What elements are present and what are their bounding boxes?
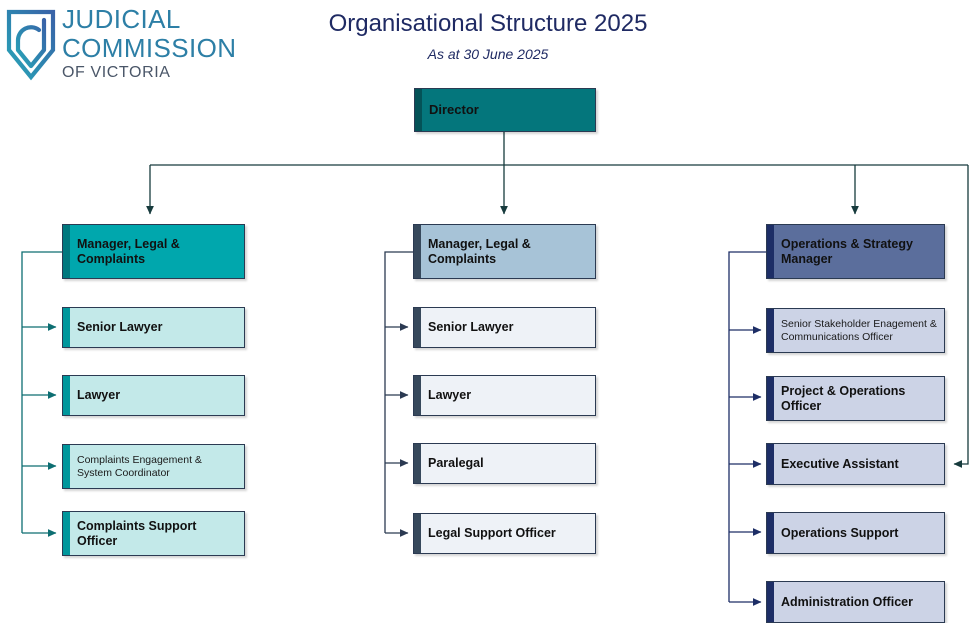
node-paralegal[interactable]: Paralegal xyxy=(413,443,596,484)
node-label: Operations & Strategy Manager xyxy=(781,236,913,266)
node-senior-stakeholder-engagement-communications-officer[interactable]: Senior Stakeholder Enagement & Communica… xyxy=(766,308,945,353)
node-accent-bar xyxy=(414,444,421,483)
node-director[interactable]: Director xyxy=(414,88,596,132)
node-label: Manager, Legal & Complaints xyxy=(77,236,180,266)
node-accent-bar xyxy=(63,445,70,488)
node-accent-bar xyxy=(63,308,70,347)
node-administration-officer[interactable]: Administration Officer xyxy=(766,581,945,623)
node-accent-bar xyxy=(414,514,421,553)
node-complaints-engagement-system-coordinator[interactable]: Complaints Engagement & System Coordinat… xyxy=(62,444,245,489)
logo-line-2: COMMISSION xyxy=(62,33,237,63)
node-accent-bar xyxy=(767,582,774,622)
node-label: Senior Lawyer xyxy=(77,320,163,335)
node-accent-bar xyxy=(63,225,70,278)
node-operations-support[interactable]: Operations Support xyxy=(766,512,945,554)
node-manager-legal-complaints-left[interactable]: Manager, Legal & Complaints xyxy=(62,224,245,279)
node-lawyer-mid[interactable]: Lawyer xyxy=(413,375,596,416)
shield-j-icon xyxy=(4,6,60,82)
node-executive-assistant[interactable]: Executive Assistant xyxy=(766,443,945,485)
node-accent-bar xyxy=(415,89,422,131)
logo-wordmark: JUDICIAL COMMISSION OF VICTORIA xyxy=(62,6,236,81)
organisation-logo: JUDICIAL COMMISSION OF VICTORIA xyxy=(4,4,236,84)
node-label: Legal Support Officer xyxy=(428,526,556,541)
node-project-operations-officer[interactable]: Project & Operations Officer xyxy=(766,376,945,421)
node-label: Senior Stakeholder Enagement & Communica… xyxy=(781,318,937,343)
node-accent-bar xyxy=(767,309,774,352)
node-accent-bar xyxy=(63,512,70,555)
node-complaints-support-officer[interactable]: Complaints Support Officer xyxy=(62,511,245,556)
node-label: Lawyer xyxy=(428,388,472,403)
node-label: Complaints Support Officer xyxy=(77,518,197,548)
node-operations-strategy-manager[interactable]: Operations & Strategy Manager xyxy=(766,224,945,279)
page-subtitle: As at 30 June 2025 xyxy=(427,46,549,62)
node-label: Lawyer xyxy=(77,388,121,403)
logo-line-3: OF VICTORIA xyxy=(62,64,171,81)
node-legal-support-officer[interactable]: Legal Support Officer xyxy=(413,513,596,554)
node-senior-lawyer-mid[interactable]: Senior Lawyer xyxy=(413,307,596,348)
node-accent-bar xyxy=(767,377,774,420)
node-accent-bar xyxy=(414,308,421,347)
page-title: Organisational Structure 2025 xyxy=(328,10,648,37)
node-accent-bar xyxy=(414,376,421,415)
node-label: Administration Officer xyxy=(781,594,913,609)
node-lawyer-left[interactable]: Lawyer xyxy=(62,375,245,416)
logo-line-1: JUDICIAL xyxy=(62,4,181,34)
node-label: Senior Lawyer xyxy=(428,320,514,335)
node-label: Manager, Legal & Complaints xyxy=(428,236,531,266)
node-label: Director xyxy=(429,102,479,118)
node-accent-bar xyxy=(63,376,70,415)
node-manager-legal-complaints-mid[interactable]: Manager, Legal & Complaints xyxy=(413,224,596,279)
node-label: Executive Assistant xyxy=(781,456,899,471)
node-label: Project & Operations Officer xyxy=(781,383,906,413)
node-label: Complaints Engagement & System Coordinat… xyxy=(77,454,202,479)
node-accent-bar xyxy=(767,444,774,484)
node-accent-bar xyxy=(767,225,774,278)
node-accent-bar xyxy=(414,225,421,278)
node-label: Paralegal xyxy=(428,456,484,471)
node-accent-bar xyxy=(767,513,774,553)
node-label: Operations Support xyxy=(781,525,899,540)
node-senior-lawyer-left[interactable]: Senior Lawyer xyxy=(62,307,245,348)
